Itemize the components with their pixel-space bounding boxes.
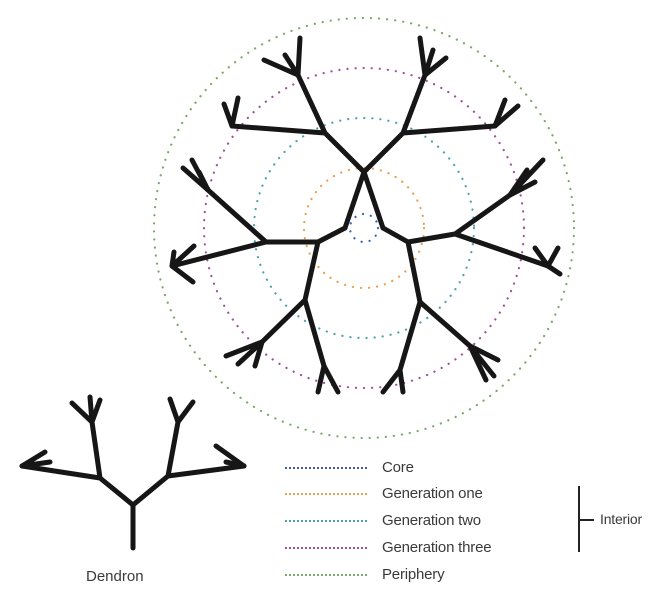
periphery-shell: [152, 16, 576, 440]
generation-three-shell: [202, 66, 526, 390]
branch-lower-right-tips: [380, 343, 501, 395]
interior-bracket-tick: [578, 519, 594, 521]
branch-lower-left-tips: [223, 339, 341, 395]
branch-top: [229, 72, 498, 175]
branch-left: [169, 187, 321, 269]
legend-label-generation-three: Generation three: [382, 539, 492, 556]
branch-top-tips: [221, 35, 521, 129]
legend-label-periphery: Periphery: [382, 566, 445, 583]
generation-two-shell: [252, 116, 476, 340]
core-shell: [348, 212, 380, 244]
branch-left-tips: [169, 157, 211, 285]
legend-line-core: [285, 467, 367, 469]
generation-one-shell: [302, 166, 426, 290]
core-junction-2: [315, 225, 411, 245]
dendron-stem: [19, 419, 247, 551]
dendron-label: Dendron: [86, 568, 144, 585]
branch-lower-left: [259, 239, 327, 369]
legend-line-periphery: [285, 574, 367, 576]
legend-line-generation-three: [285, 547, 367, 549]
legend-line-generation-one: [285, 493, 367, 495]
legend-label-generation-two: Generation two: [382, 512, 481, 529]
dendron-tips: [19, 394, 247, 469]
branch-lower-right: [397, 239, 473, 373]
shell-circles: [152, 16, 576, 440]
branch-right-tips: [507, 157, 563, 277]
interior-label: Interior: [600, 511, 642, 527]
legend-line-generation-two: [285, 520, 367, 522]
core-junction: [342, 169, 386, 231]
dendrimer-branches: [169, 35, 563, 395]
branch-right: [405, 192, 551, 269]
legend-label-generation-one: Generation one: [382, 485, 483, 502]
dendron-illustration: [19, 394, 247, 551]
legend-label-core: Core: [382, 459, 414, 476]
